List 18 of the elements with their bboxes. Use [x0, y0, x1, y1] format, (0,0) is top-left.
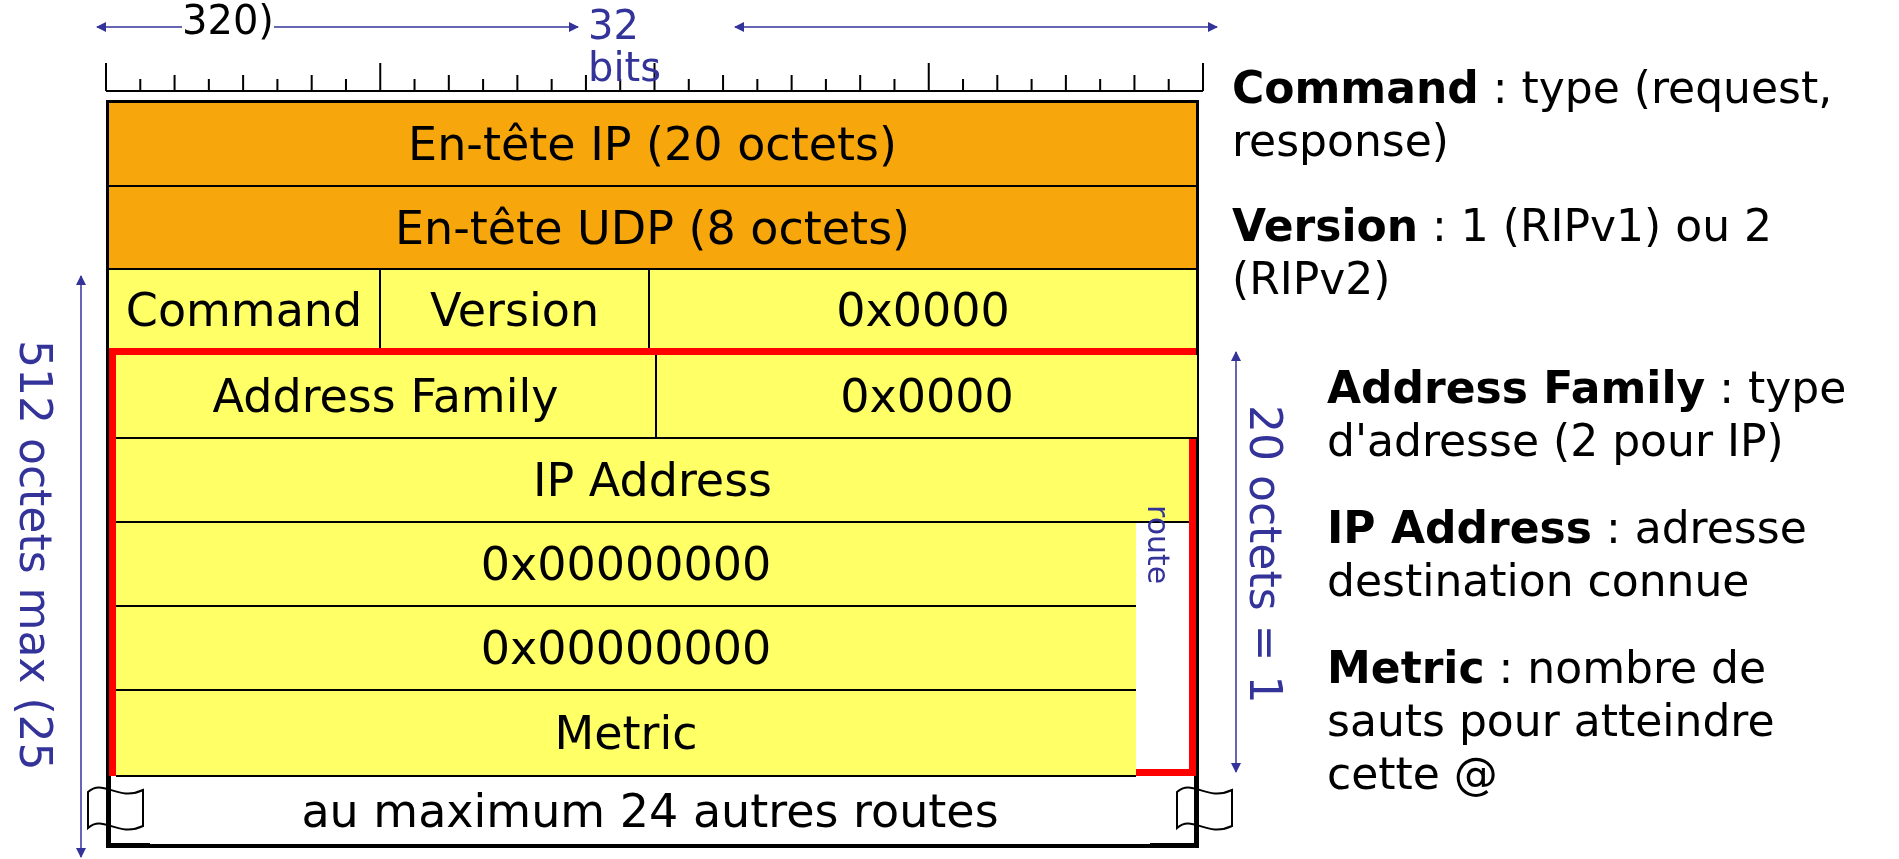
note-text: Metric : nombre de sauts pour atteindre cette @	[1327, 642, 1776, 801]
field-cell: 0x0000	[657, 355, 1197, 439]
label-text: 320)	[182, 0, 274, 40]
note-text: IP Address : adresse destination connue	[1327, 502, 1808, 608]
note-text: Command : type (request, response)	[1232, 62, 1834, 168]
field-cell: Address Family	[116, 355, 657, 439]
dimension-label: 32 bits	[588, 4, 663, 88]
dimension-label: 512 octets max (25	[10, 340, 61, 771]
dimension-label: 20 octets = 1	[1240, 405, 1291, 704]
note-text: Address Family : type d'adresse (2 pour IP)	[1327, 362, 1848, 468]
note-text: Version : 1 (RIPv1) ou 2 (RIPv2)	[1232, 200, 1773, 306]
field-cell: Metric	[116, 691, 1136, 777]
dimension-label: route	[1141, 505, 1176, 585]
field-cell: 0x00000000	[116, 607, 1136, 691]
route-entry-frame	[109, 348, 1196, 776]
ip-header-row: En-tête IP (20 octets)	[109, 103, 1196, 187]
field-cell: 0x00000000	[116, 523, 1136, 607]
udp-header-row: En-tête UDP (8 octets)	[109, 187, 1196, 270]
